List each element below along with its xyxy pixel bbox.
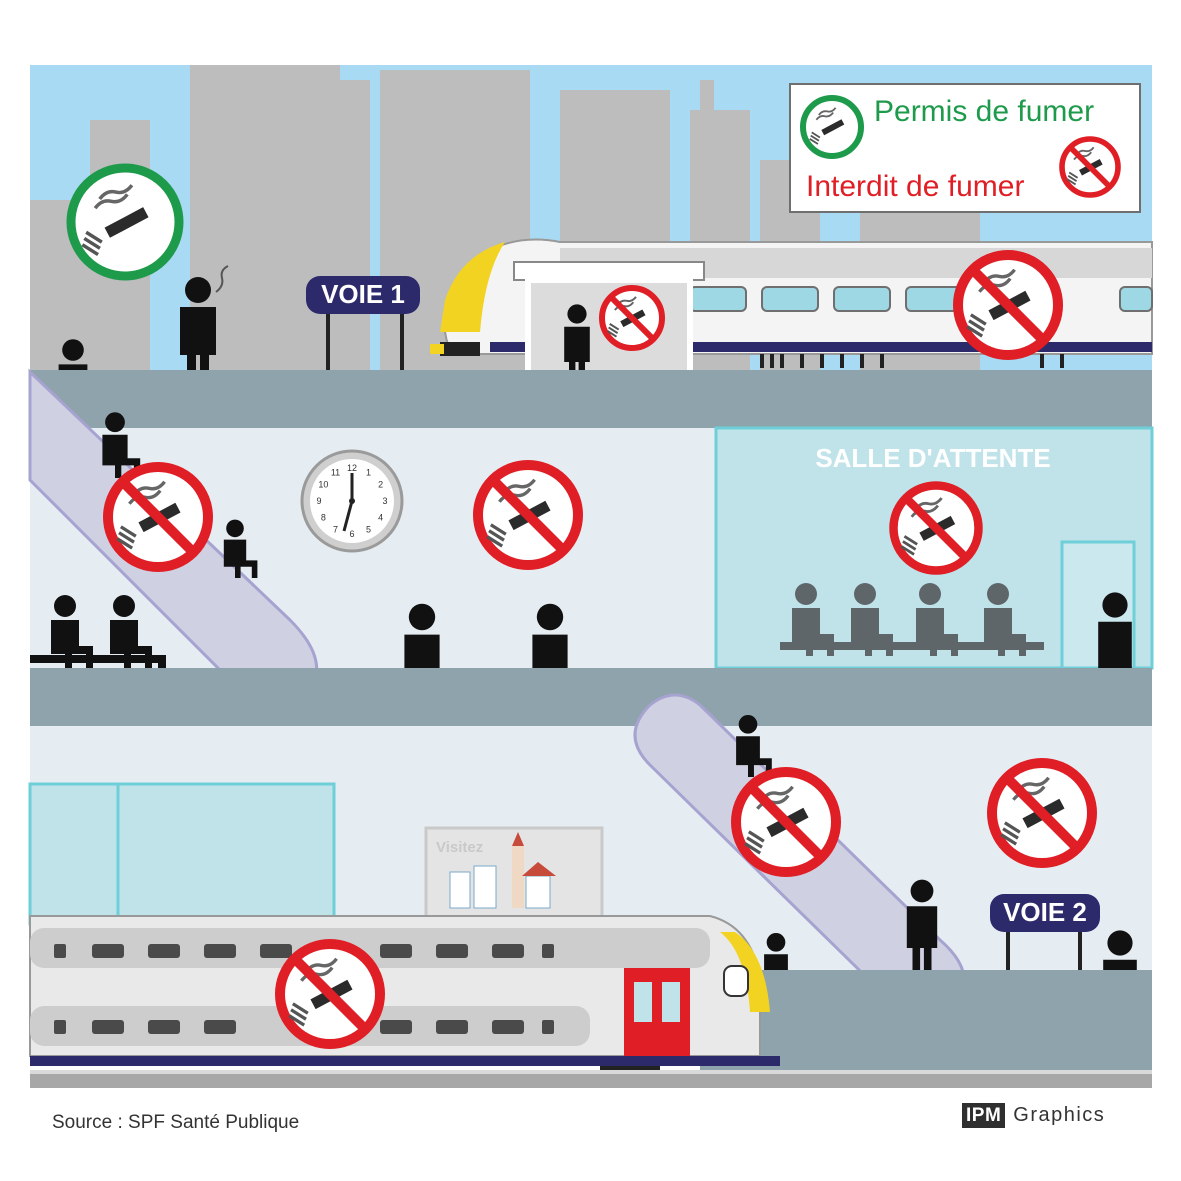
no-smoking-icon	[108, 467, 208, 567]
no-smoking-icon	[478, 465, 578, 565]
clock-numeral: 10	[318, 480, 328, 490]
ipm-logo: IPM	[962, 1103, 1006, 1128]
smoking-allowed-icon	[66, 163, 184, 281]
no-smoking-icon	[894, 486, 979, 571]
no-smoking-icon	[280, 944, 380, 1044]
clock-numeral: 11	[331, 467, 340, 477]
floor-level-1	[30, 370, 1152, 428]
visit-poster: Visitez	[424, 826, 604, 922]
no-smoking-icon	[602, 288, 662, 348]
clock-numeral: 4	[378, 513, 383, 523]
bottom-train	[29, 915, 780, 1080]
clock-numeral: 2	[378, 480, 383, 490]
platform-2-label: VOIE 2	[1003, 897, 1087, 927]
platform-1-label: VOIE 1	[321, 279, 405, 309]
no-smoking-icon	[1062, 139, 1118, 195]
no-smoking-icon	[992, 763, 1092, 863]
clock-numeral: 9	[316, 496, 321, 506]
smoking-allowed-icon	[800, 95, 864, 159]
train-door	[624, 968, 690, 1056]
clock-numeral: 5	[366, 525, 371, 535]
clock-numeral: 12	[347, 463, 357, 473]
floor-level-2	[30, 668, 1152, 726]
floor-level-3	[700, 970, 1152, 1070]
legend-forbidden-label: Interdit de fumer	[806, 170, 1024, 203]
source-text: Source : SPF Santé Publique	[52, 1112, 300, 1133]
poster-label: Visitez	[436, 839, 483, 856]
shop-window	[28, 782, 336, 926]
brand-text: Graphics	[1013, 1104, 1106, 1126]
clock-numeral: 6	[349, 529, 354, 539]
bench	[30, 655, 166, 663]
clock-numeral: 1	[366, 467, 371, 477]
clock-numeral: 8	[321, 513, 326, 523]
legend-allowed-label: Permis de fumer	[874, 95, 1094, 128]
no-smoking-icon	[958, 255, 1058, 355]
waiting-room-label: SALLE D'ATTENTE	[815, 443, 1050, 473]
waiting-bench	[780, 642, 1044, 650]
brand: IPM Graphics	[962, 1103, 1105, 1128]
platform-1-sign: VOIE 1	[306, 276, 420, 370]
rail-track	[30, 1070, 1152, 1088]
clock-numeral: 3	[382, 496, 387, 506]
no-smoking-icon	[736, 772, 836, 872]
legend-box: Permis de fumer Interdit de fumer	[789, 83, 1141, 213]
clock-numeral: 7	[333, 525, 338, 535]
